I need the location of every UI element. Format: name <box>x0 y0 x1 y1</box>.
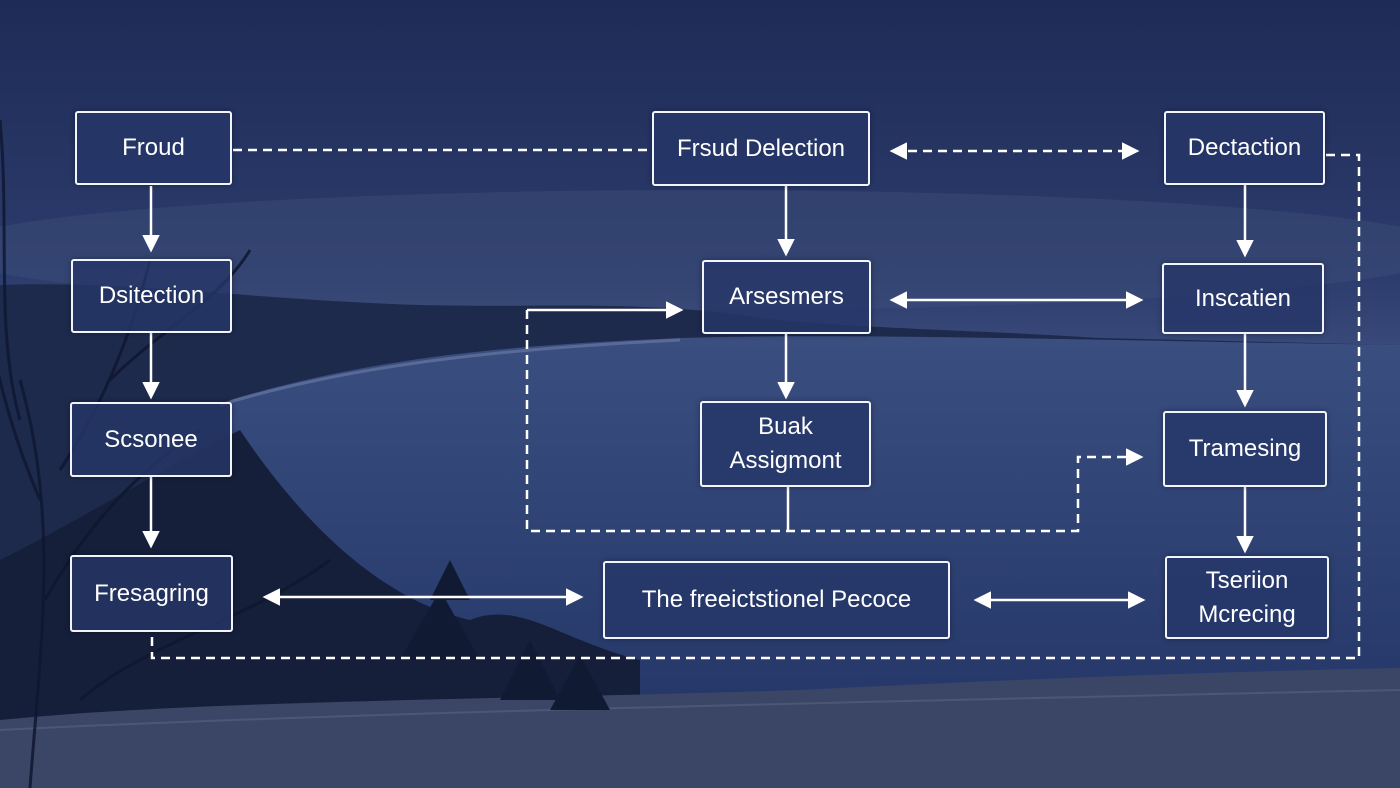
node-buak-assigmont[interactable]: Buak Assigmont <box>700 401 871 487</box>
node-tserion-line2: Mcrecing <box>1198 600 1296 628</box>
node-dsitection[interactable]: Dsitection <box>71 259 232 333</box>
node-arsesmers-label: Arsesmers <box>729 283 844 310</box>
node-buak-line1: Buak <box>758 413 813 440</box>
node-tramesing[interactable]: Tramesing <box>1163 411 1327 487</box>
node-tserion-mcrecing[interactable]: Tseriion Mcrecing <box>1165 556 1329 639</box>
node-process-label: The freeictstionel Pecoce <box>641 586 912 613</box>
node-scsonee[interactable]: Scsonee <box>70 402 232 477</box>
node-inscatien[interactable]: Inscatien <box>1162 263 1324 334</box>
node-fresagring-label: Fresagring <box>94 579 209 607</box>
node-fraud-detection[interactable]: Frsud Delection <box>652 111 870 186</box>
node-process[interactable]: The freeictstionel Pecoce <box>603 561 950 639</box>
node-scsonee-label: Scsonee <box>104 425 198 453</box>
node-dsitection-label: Dsitection <box>98 282 205 309</box>
node-fraud-detection-label: Frsud Delection <box>676 134 846 162</box>
node-dectaction-label: Dectaction <box>1187 134 1302 161</box>
node-froud[interactable]: Froud <box>75 111 232 185</box>
node-buak-line2: Assigmont <box>729 447 842 474</box>
node-arsesmers[interactable]: Arsesmers <box>702 260 871 334</box>
node-fresagring[interactable]: Fresagring <box>70 555 233 632</box>
node-tserion-line1: Tseriion <box>1205 566 1289 594</box>
dashed-outer-loop <box>150 153 1361 660</box>
node-froud-label: Froud <box>122 134 185 161</box>
node-dectaction[interactable]: Dectaction <box>1164 111 1325 185</box>
node-inscatien-label: Inscatien <box>1194 284 1292 312</box>
node-tramesing-label: Tramesing <box>1188 435 1302 462</box>
dashed-loop-left <box>525 310 1144 533</box>
